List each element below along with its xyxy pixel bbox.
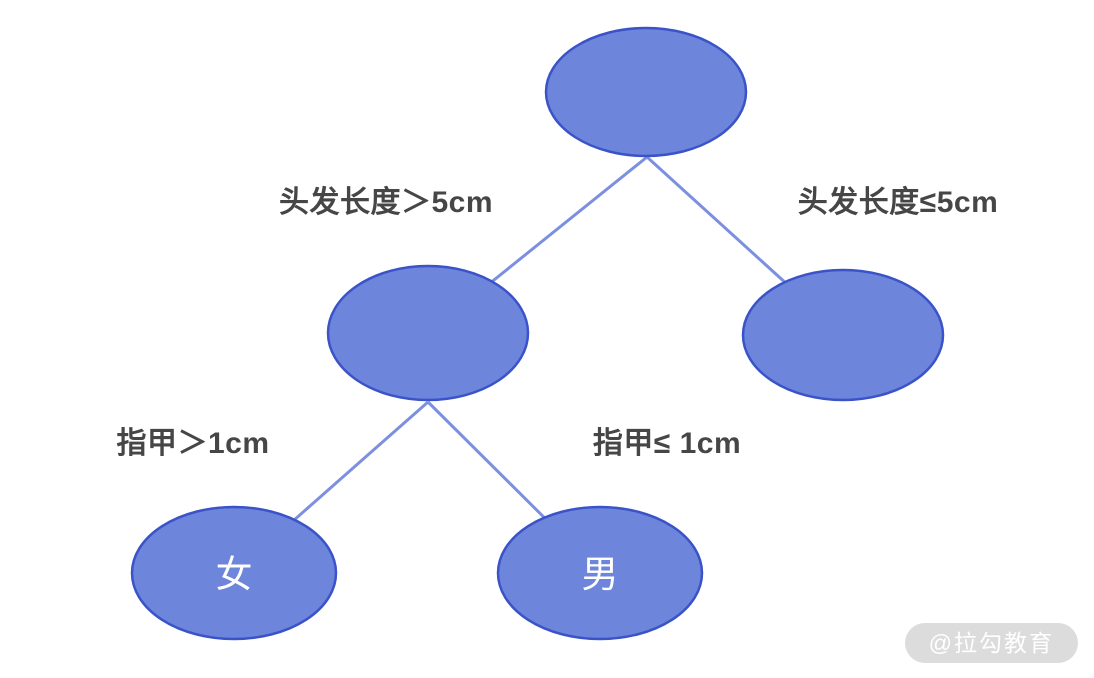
node-left-branch <box>326 264 530 402</box>
node-leaf-female <box>130 505 338 641</box>
edge-label-hair-gt-5cm: 头发长度＞5cm <box>278 186 494 219</box>
edge-label-nail-le-1cm: 指甲≤ 1cm <box>592 427 742 460</box>
edge-label-nail-gt-1cm: 指甲＞1cm <box>116 427 270 460</box>
node-leaf-female-label: 女 <box>216 554 253 595</box>
watermark-badge: @拉勾教育 <box>904 623 1078 663</box>
watermark-text: @拉勾教育 <box>928 630 1054 656</box>
node-right-branch <box>741 268 945 402</box>
edge-label-hair-le-5cm: 头发长度≤5cm <box>797 186 999 219</box>
node-leaf-male <box>496 505 704 641</box>
node-root <box>544 26 748 158</box>
node-leaf-male-label: 男 <box>582 554 619 595</box>
